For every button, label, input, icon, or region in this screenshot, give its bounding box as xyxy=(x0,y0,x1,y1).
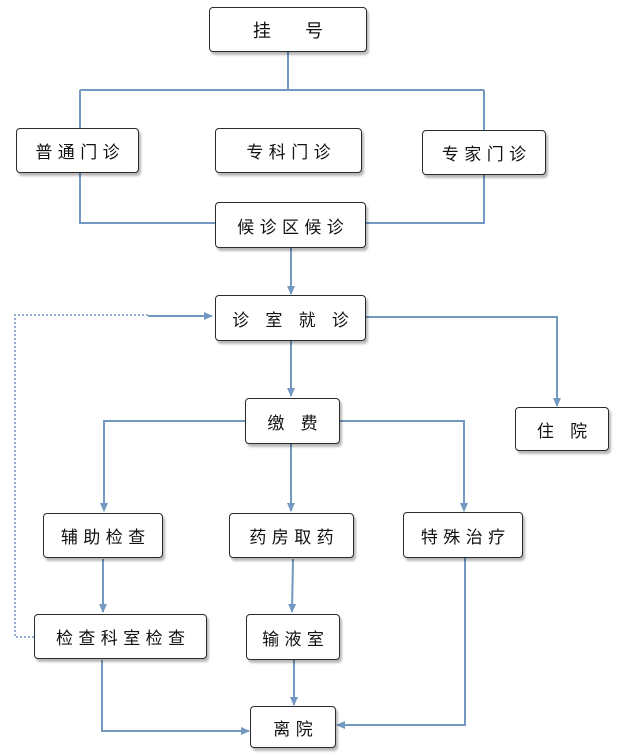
consultation-room-node[interactable]: 诊 室 就 诊 xyxy=(215,295,366,341)
arrow-consultation-to-hospital xyxy=(366,316,561,407)
register-node[interactable]: 挂 号 xyxy=(209,7,367,52)
consultation-room-label: 诊 室 就 诊 xyxy=(232,310,349,331)
discharge-node[interactable]: 离 院 xyxy=(250,706,336,748)
general-clinic-node[interactable]: 普 通 门 诊 xyxy=(16,128,139,173)
specialty-clinic-node[interactable]: 专 科 门 诊 xyxy=(215,128,362,173)
payment-label: 缴 费 xyxy=(267,413,318,434)
connector-expert-to-waiting xyxy=(366,175,485,224)
arrow-payment-to-auxiliary xyxy=(100,420,245,512)
hospitalization-label: 住 院 xyxy=(536,421,588,442)
department-exam-label: 检 查 科 室 检 查 xyxy=(55,629,186,649)
arrow-special-to-discharge xyxy=(336,558,466,729)
arrow-pharmacy-to-infusion xyxy=(288,558,297,613)
special-treatment-label: 特 殊 治 疗 xyxy=(420,527,506,548)
expert-clinic-label: 专 家 门 诊 xyxy=(441,145,527,165)
pharmacy-label: 药 房 取 药 xyxy=(249,528,334,548)
waiting-area-label: 候 诊 区 候 诊 xyxy=(237,217,344,238)
infusion-room-node[interactable]: 输 液 室 xyxy=(246,614,340,660)
specialty-clinic-label: 专 科 门 诊 xyxy=(246,143,331,163)
infusion-room-label: 输 液 室 xyxy=(262,629,324,650)
waiting-area-node[interactable]: 候 诊 区 候 诊 xyxy=(215,202,366,248)
department-exam-node[interactable]: 检 查 科 室 检 查 xyxy=(34,614,207,659)
arrow-payment-to-special xyxy=(340,420,468,512)
arrow-department-to-discharge xyxy=(101,660,250,735)
pharmacy-node[interactable]: 药 房 取 药 xyxy=(229,513,354,558)
dotted-return-line xyxy=(14,314,148,638)
register-label: 挂 号 xyxy=(252,20,324,42)
special-treatment-node[interactable]: 特 殊 治 疗 xyxy=(403,512,523,558)
hospitalization-node[interactable]: 住 院 xyxy=(515,407,609,451)
general-clinic-label: 普 通 门 诊 xyxy=(35,143,120,163)
auxiliary-exam-node[interactable]: 辅 助 检 查 xyxy=(43,513,163,558)
auxiliary-exam-label: 辅 助 检 查 xyxy=(60,528,146,548)
discharge-label: 离 院 xyxy=(273,719,313,740)
payment-node[interactable]: 缴 费 xyxy=(245,398,340,444)
connector-general-to-waiting xyxy=(79,172,215,224)
expert-clinic-node[interactable]: 专 家 门 诊 xyxy=(422,130,546,175)
